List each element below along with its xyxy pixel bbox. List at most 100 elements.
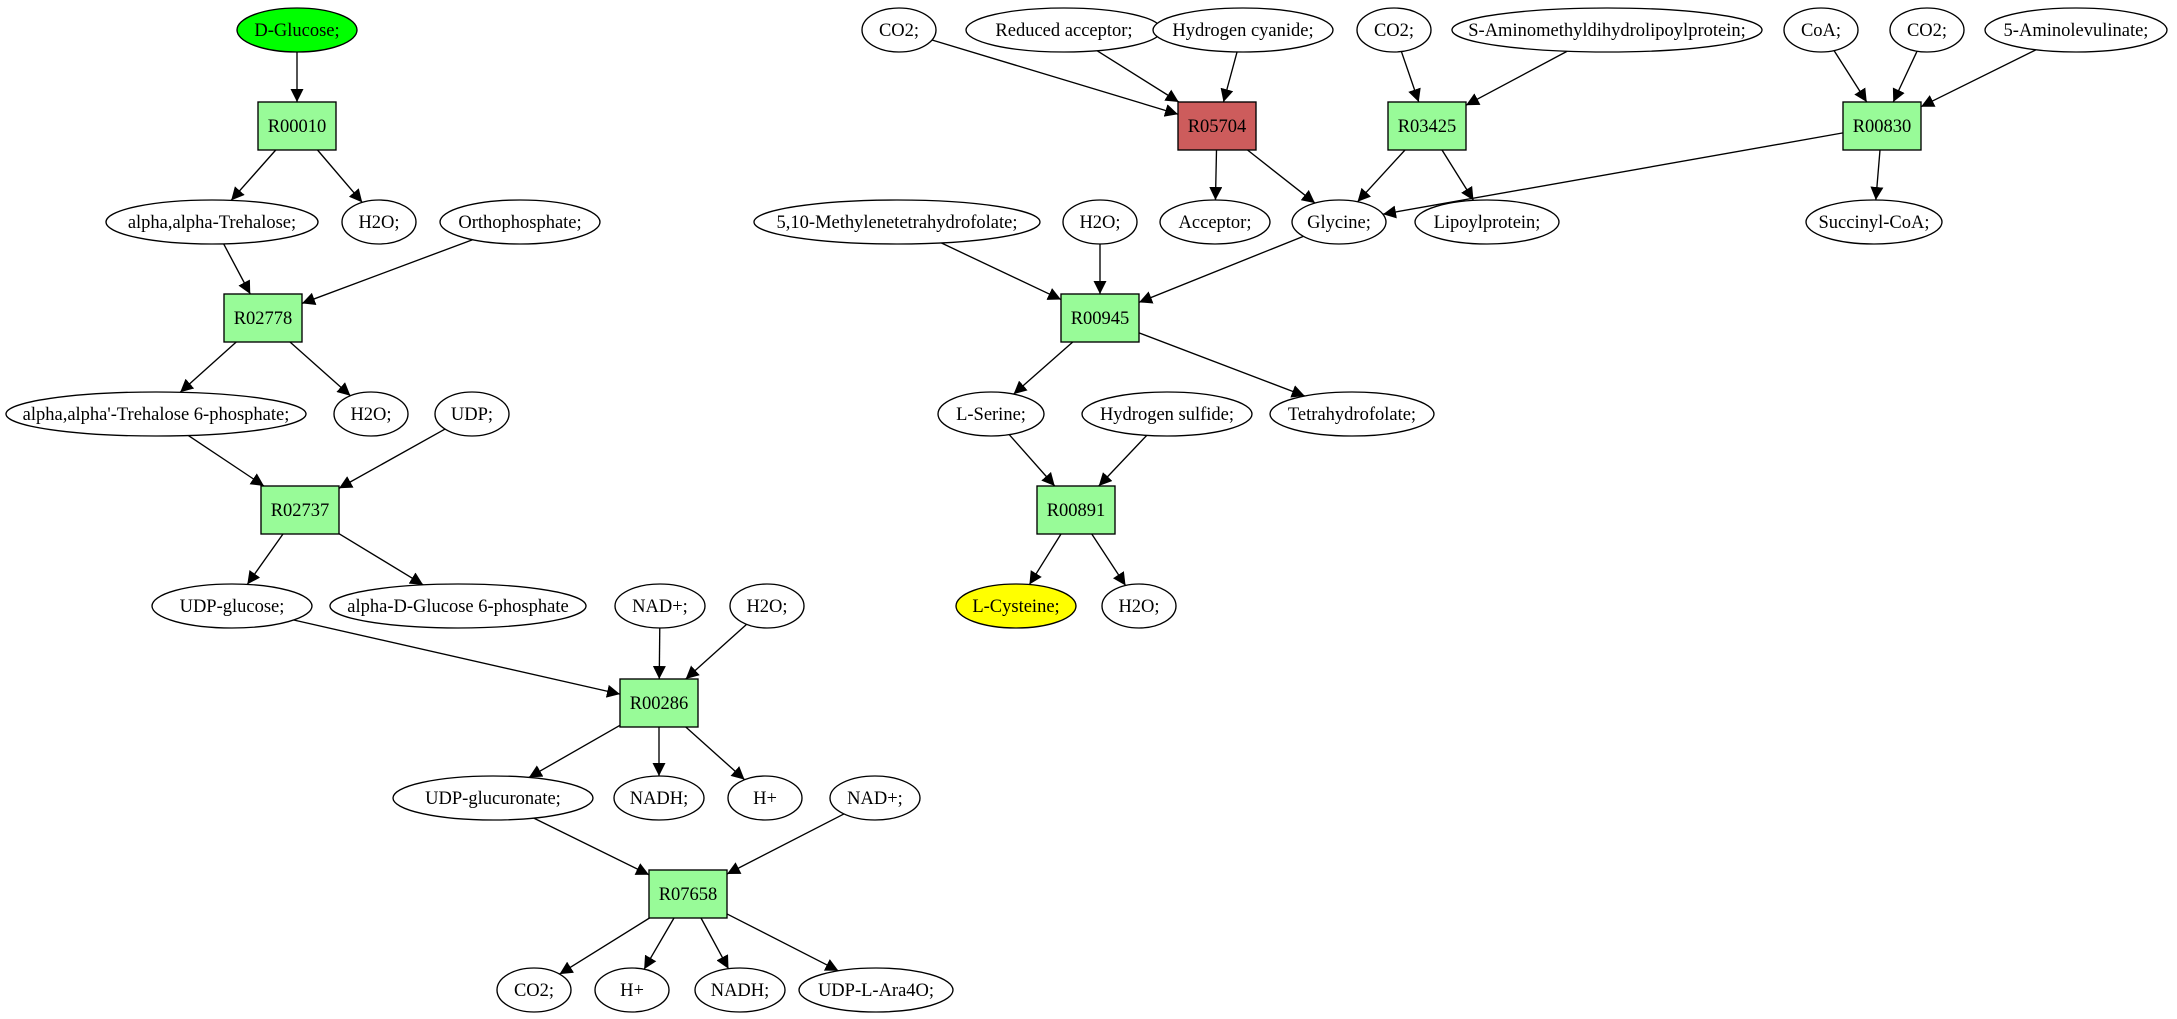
compound-node-n_h2o_b[interactable]: H2O; bbox=[333, 391, 409, 437]
compound-node-n_hcn[interactable]: Hydrogen cyanide; bbox=[1152, 7, 1334, 53]
compound-node-n_reducedacceptor[interactable]: Reduced acceptor; bbox=[965, 7, 1163, 53]
compound-node-n_hplus_a[interactable]: H+ bbox=[727, 775, 803, 821]
reaction-node-r02778[interactable]: R02778 bbox=[223, 293, 303, 343]
compound-node-n_h2o_a[interactable]: H2O; bbox=[341, 199, 417, 245]
edge-n_nad_a-to-r00286 bbox=[652, 627, 666, 680]
compound-node-n_co2_d[interactable]: CO2; bbox=[1889, 7, 1965, 53]
compound-node-n_acceptor[interactable]: Acceptor; bbox=[1159, 199, 1271, 245]
compound-node-n_trehalose[interactable]: alpha,alpha-Trehalose; bbox=[105, 199, 319, 245]
edge-r02778-to-n_tre6p bbox=[179, 341, 237, 393]
compound-ellipse bbox=[1062, 199, 1138, 245]
compound-node-n_thf[interactable]: Tetrahydrofolate; bbox=[1269, 391, 1435, 437]
compound-ellipse bbox=[392, 775, 594, 821]
edge-r00891-to-n_cysteine bbox=[1028, 533, 1062, 585]
reaction-node-r00830[interactable]: R00830 bbox=[1842, 101, 1922, 151]
compound-node-n_nad_a[interactable]: NAD+; bbox=[614, 583, 706, 629]
compound-label: Hydrogen sulfide; bbox=[1100, 405, 1234, 425]
compound-node-n_h2o_d[interactable]: H2O; bbox=[1062, 199, 1138, 245]
compound-node-n_h2s[interactable]: Hydrogen sulfide; bbox=[1081, 391, 1253, 437]
edge-n_udpglucose-to-r00286 bbox=[293, 619, 621, 698]
compound-ellipse bbox=[496, 967, 572, 1013]
compound-node-n_h2o_e[interactable]: H2O; bbox=[1101, 583, 1177, 629]
compound-label: UDP-glucose; bbox=[180, 597, 285, 617]
compound-ellipse bbox=[333, 391, 409, 437]
edge-r02737-to-n_g6p bbox=[338, 533, 424, 586]
edge-n_coa-to-r00830 bbox=[1833, 50, 1868, 103]
compound-ellipse bbox=[614, 583, 706, 629]
compound-node-n_coa[interactable]: CoA; bbox=[1783, 7, 1859, 53]
compound-node-n_ala[interactable]: 5-Aminolevulinate; bbox=[1984, 7, 2168, 53]
edge-n_trehalose-to-r02778 bbox=[223, 243, 251, 295]
compound-label: UDP; bbox=[451, 405, 493, 425]
edge-r07658-to-n_hplus_b bbox=[643, 917, 675, 970]
compound-node-n_cysteine[interactable]: L-Cysteine; bbox=[955, 583, 1077, 629]
compound-node-n_udp[interactable]: UDP; bbox=[434, 391, 510, 437]
compound-node-n_co2_a[interactable]: CO2; bbox=[496, 967, 572, 1013]
compound-node-n_nadh_a[interactable]: NADH; bbox=[613, 775, 705, 821]
reaction-box bbox=[257, 101, 337, 151]
compound-label: D-Glucose; bbox=[254, 21, 339, 41]
edge-r00891-to-n_h2o_e bbox=[1091, 533, 1127, 586]
compound-label: CO2; bbox=[1374, 21, 1414, 41]
reaction-label: R00945 bbox=[1071, 309, 1130, 329]
edge-n_h2s-to-r00891 bbox=[1098, 434, 1148, 487]
compound-node-n_g6p[interactable]: alpha-D-Glucose 6-phosphate bbox=[329, 583, 587, 629]
reaction-node-r02737[interactable]: R02737 bbox=[260, 485, 340, 535]
edge-r07658-to-n_nadh_b bbox=[700, 917, 730, 970]
compound-ellipse bbox=[1152, 7, 1334, 53]
compound-ellipse bbox=[1414, 199, 1560, 245]
compound-node-n_samlp[interactable]: S-Aminomethyldihydrolipoylprotein; bbox=[1451, 7, 1763, 53]
edge-n_nad_b-to-r07658 bbox=[726, 813, 845, 875]
compound-label: NAD+; bbox=[632, 597, 688, 617]
reaction-label: R07658 bbox=[659, 885, 718, 905]
compound-node-n_lipoylprotein[interactable]: Lipoylprotein; bbox=[1414, 199, 1560, 245]
compound-label: 5,10-Methylenetetrahydrofolate; bbox=[777, 213, 1018, 233]
edge-r00010-to-n_trehalose bbox=[230, 149, 277, 201]
compound-node-n_udpara4o[interactable]: UDP-L-Ara4O; bbox=[798, 967, 954, 1013]
compound-label: H+ bbox=[753, 789, 777, 809]
compound-label: Hydrogen cyanide; bbox=[1172, 21, 1313, 41]
reaction-node-r07658[interactable]: R07658 bbox=[648, 869, 728, 919]
compound-label: NAD+; bbox=[847, 789, 903, 809]
compound-ellipse bbox=[434, 391, 510, 437]
compound-node-n_co2_c[interactable]: CO2; bbox=[1356, 7, 1432, 53]
compound-label: NADH; bbox=[630, 789, 689, 809]
compound-label: H2O; bbox=[350, 405, 391, 425]
reaction-node-r00945[interactable]: R00945 bbox=[1060, 293, 1140, 343]
edge-r02737-to-n_udpglucose bbox=[246, 533, 284, 585]
compound-node-n_succinylcoa[interactable]: Succinyl-CoA; bbox=[1805, 199, 1943, 245]
compound-node-n_hplus_b[interactable]: H+ bbox=[594, 967, 670, 1013]
compound-node-n_mthf[interactable]: 5,10-Methylenetetrahydrofolate; bbox=[753, 199, 1041, 245]
compound-node-n_glucose[interactable]: D-Glucose; bbox=[236, 7, 358, 53]
compound-node-n_udpglucose[interactable]: UDP-glucose; bbox=[151, 583, 313, 629]
edge-n_tre6p-to-r02737 bbox=[187, 434, 265, 487]
compound-ellipse bbox=[105, 199, 319, 245]
reaction-label: R00830 bbox=[1853, 117, 1912, 137]
compound-label: H2O; bbox=[358, 213, 399, 233]
reaction-node-r00286[interactable]: R00286 bbox=[619, 678, 699, 728]
compound-node-n_tre6p[interactable]: alpha,alpha'-Trehalose 6-phosphate; bbox=[5, 391, 307, 437]
compound-node-n_nad_b[interactable]: NAD+; bbox=[829, 775, 921, 821]
reaction-node-r05704[interactable]: R05704 bbox=[1177, 101, 1257, 151]
compound-node-n_co2_b[interactable]: CO2; bbox=[861, 7, 937, 53]
compound-node-n_nadh_b[interactable]: NADH; bbox=[694, 967, 786, 1013]
compound-ellipse bbox=[753, 199, 1041, 245]
reaction-node-r00891[interactable]: R00891 bbox=[1036, 485, 1116, 535]
reaction-node-r00010[interactable]: R00010 bbox=[257, 101, 337, 151]
edge-r03425-to-n_lipoylprotein bbox=[1441, 149, 1475, 201]
compound-node-n_orthophosphate[interactable]: Orthophosphate; bbox=[439, 199, 601, 245]
compound-node-n_serine[interactable]: L-Serine; bbox=[937, 391, 1045, 437]
compound-node-n_h2o_c[interactable]: H2O; bbox=[729, 583, 805, 629]
edge-n_reducedacceptor-to-r05704 bbox=[1096, 50, 1180, 103]
compound-node-n_udpglucuronate[interactable]: UDP-glucuronate; bbox=[392, 775, 594, 821]
compound-label: 5-Aminolevulinate; bbox=[2004, 21, 2149, 41]
compound-ellipse bbox=[329, 583, 587, 629]
reaction-label: R00286 bbox=[630, 694, 689, 714]
compound-node-n_glycine[interactable]: Glycine; bbox=[1291, 199, 1387, 245]
compound-ellipse bbox=[1356, 7, 1432, 53]
compound-ellipse bbox=[1291, 199, 1387, 245]
compound-ellipse bbox=[1805, 199, 1943, 245]
compound-ellipse bbox=[236, 7, 358, 53]
reaction-node-r03425[interactable]: R03425 bbox=[1387, 101, 1467, 151]
